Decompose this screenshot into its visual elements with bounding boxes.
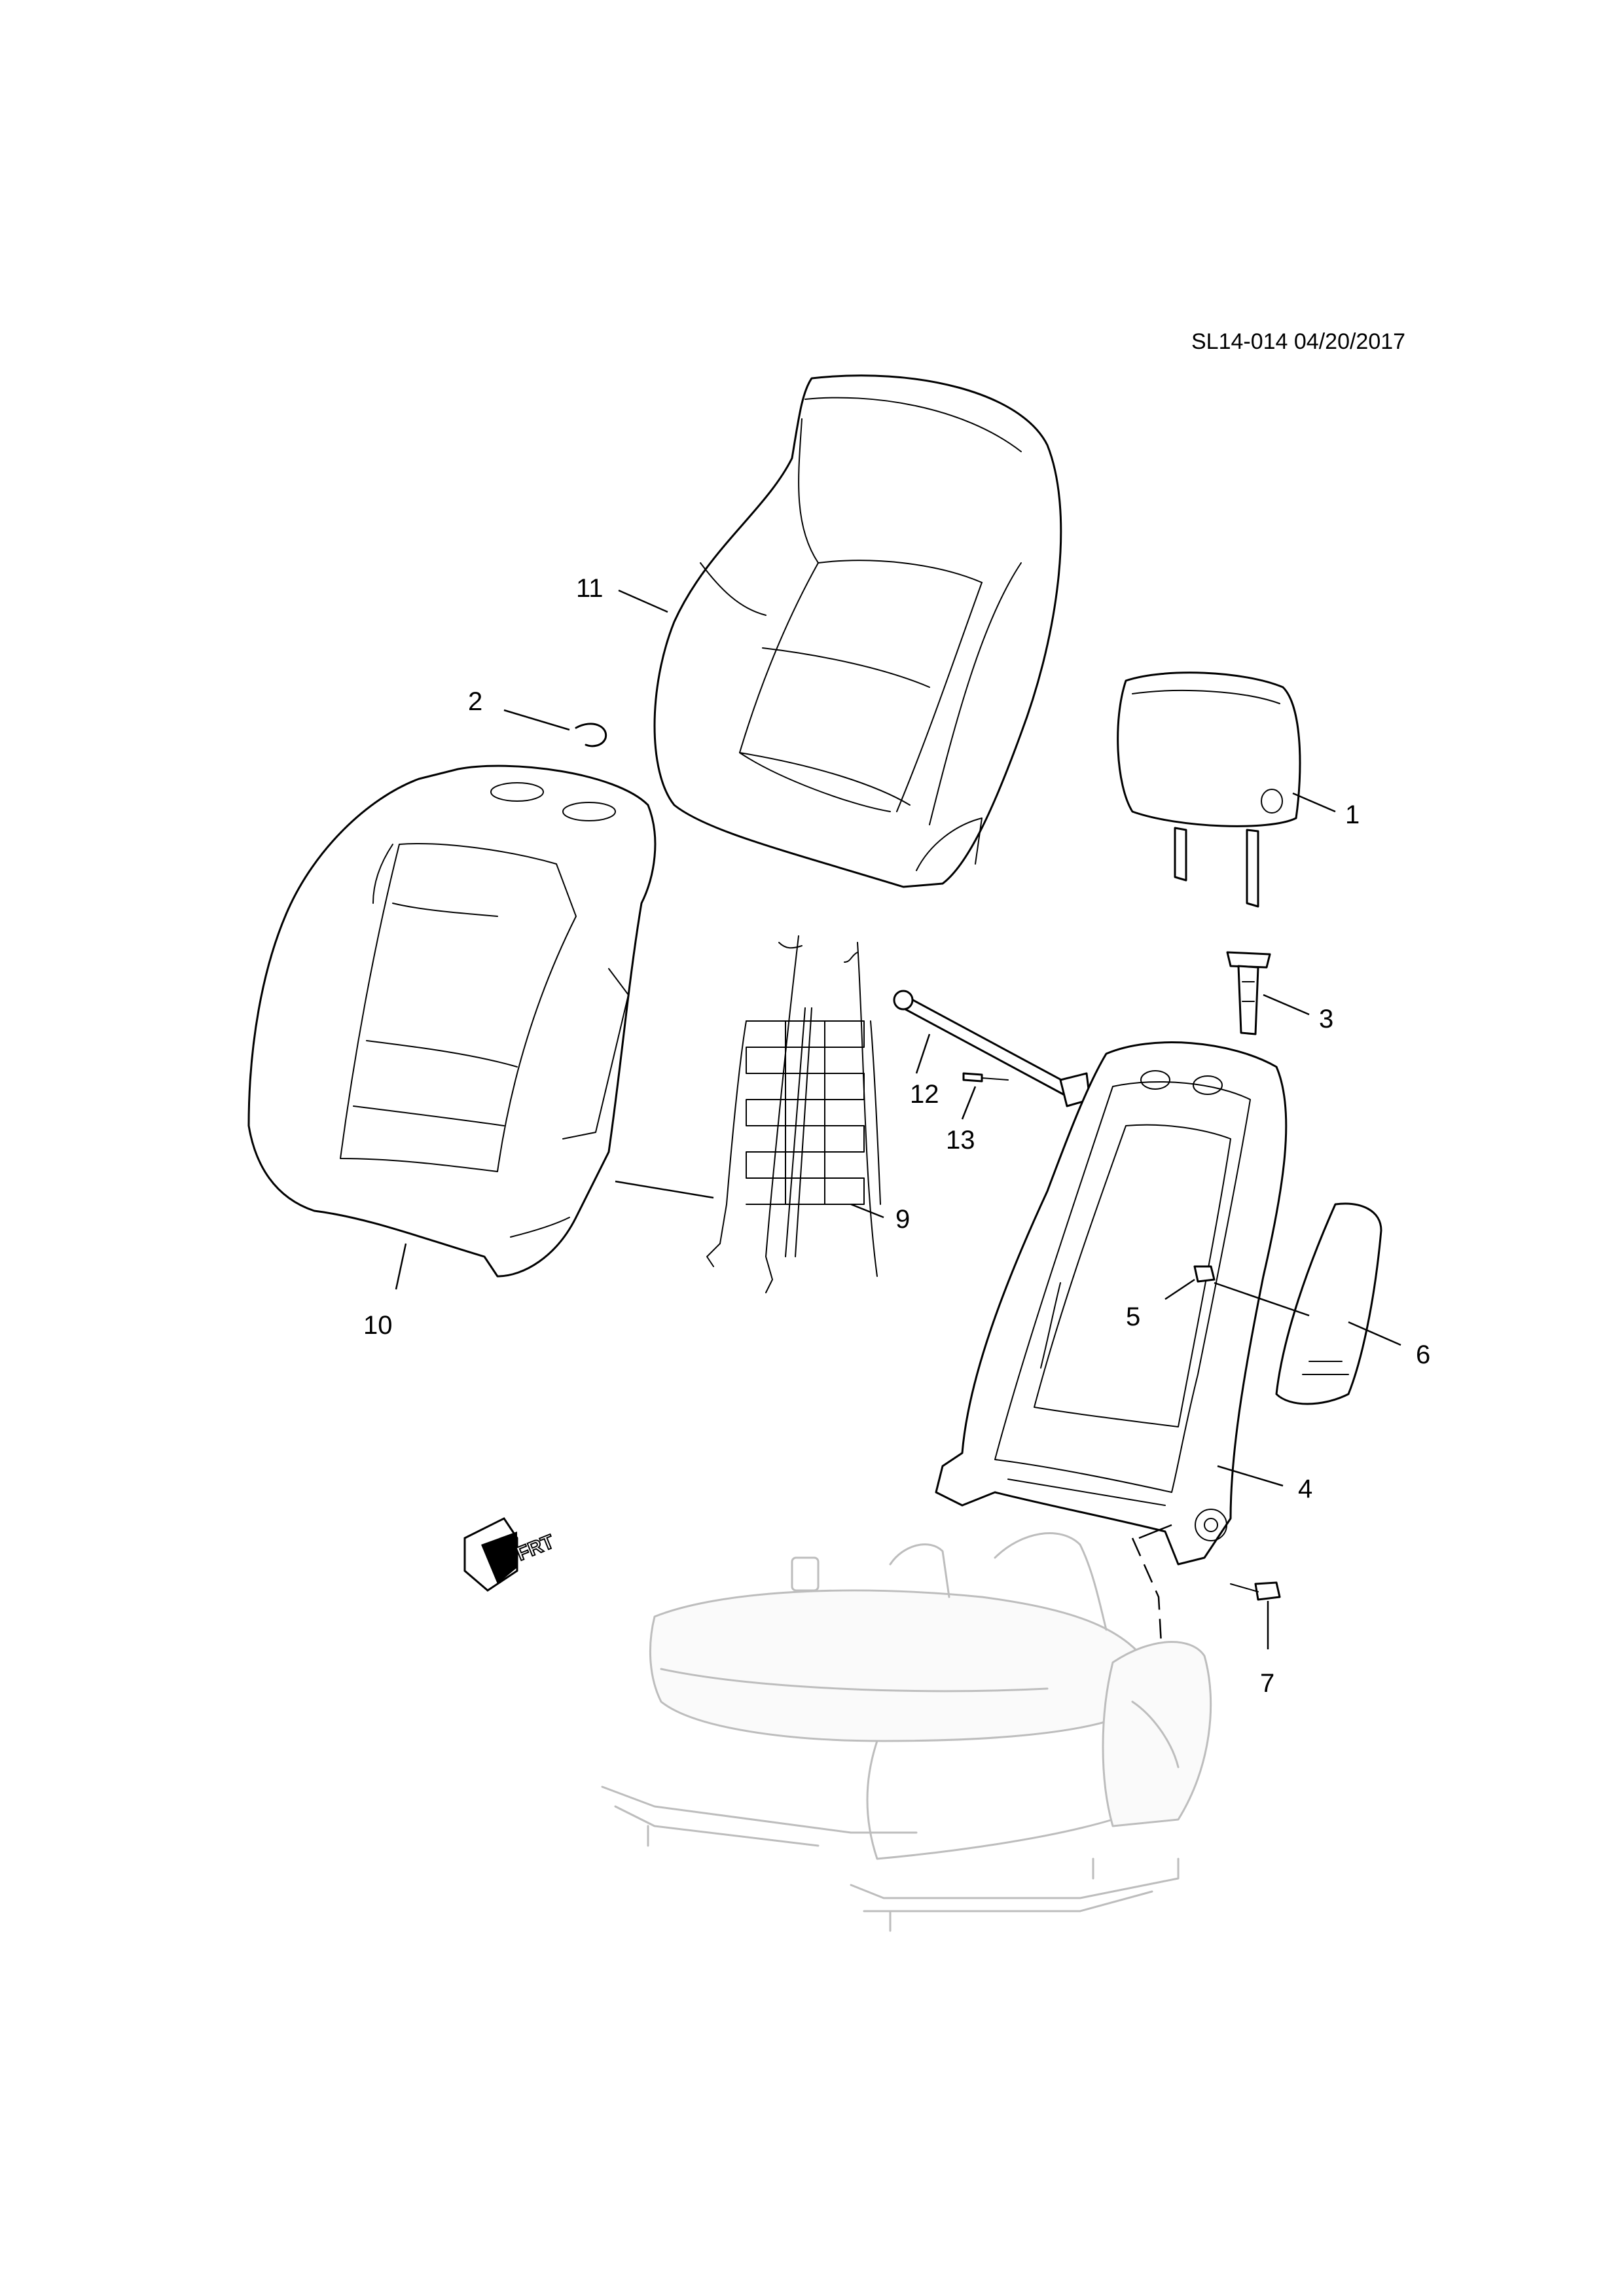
leader-line-4 (1217, 1465, 1284, 1487)
callout-9: 9 (895, 1205, 910, 1234)
nut-part (1193, 1265, 1216, 1283)
headrest-guide-part (1226, 951, 1271, 1035)
assembly-tick (1138, 1524, 1172, 1539)
leader-line-9-right (850, 1203, 884, 1219)
callout-4: 4 (1298, 1475, 1312, 1503)
support-rod-part (893, 990, 1091, 1107)
leader-line-13 (961, 1086, 977, 1120)
diagram-reference: SL14-014 04/20/2017 (1191, 329, 1405, 354)
front-direction-arrow: FRT (463, 1517, 558, 1592)
leader-line-6-upper (1214, 1282, 1310, 1317)
frt-label: FRT (514, 1531, 557, 1565)
leader-line-1 (1292, 792, 1336, 813)
fastener-screw-part (962, 1072, 1009, 1083)
callout-7: 7 (1260, 1669, 1274, 1698)
callout-12: 12 (910, 1080, 939, 1109)
leader-line-11 (618, 589, 668, 613)
leader-line-10 (395, 1243, 407, 1290)
leader-line-9-left (615, 1180, 714, 1199)
leader-line-6 (1348, 1321, 1401, 1346)
callout-5: 5 (1126, 1302, 1140, 1331)
seatback-pad-part (247, 764, 657, 1278)
callout-1: 1 (1345, 800, 1360, 829)
callout-6: 6 (1416, 1340, 1430, 1369)
callout-11: 11 (576, 574, 604, 603)
callout-10: 10 (363, 1311, 393, 1340)
seatback-cover-part (653, 374, 1062, 888)
callout-2: 2 (468, 687, 482, 716)
headrest-part (1117, 672, 1301, 908)
leader-line-5 (1164, 1278, 1195, 1300)
seatback-frame-part (935, 1041, 1288, 1566)
leader-line-3 (1263, 994, 1310, 1016)
leader-line-2 (503, 709, 570, 731)
spring-mat-part (706, 935, 881, 1293)
bolt-part (1230, 1581, 1281, 1601)
leader-line-12 (915, 1033, 931, 1074)
callout-3: 3 (1319, 1005, 1333, 1033)
callout-13: 13 (946, 1126, 975, 1155)
side-airbag-module-part (1275, 1202, 1382, 1405)
seat-cushion-reference (601, 1532, 1212, 1932)
retaining-clip-part (575, 723, 607, 747)
